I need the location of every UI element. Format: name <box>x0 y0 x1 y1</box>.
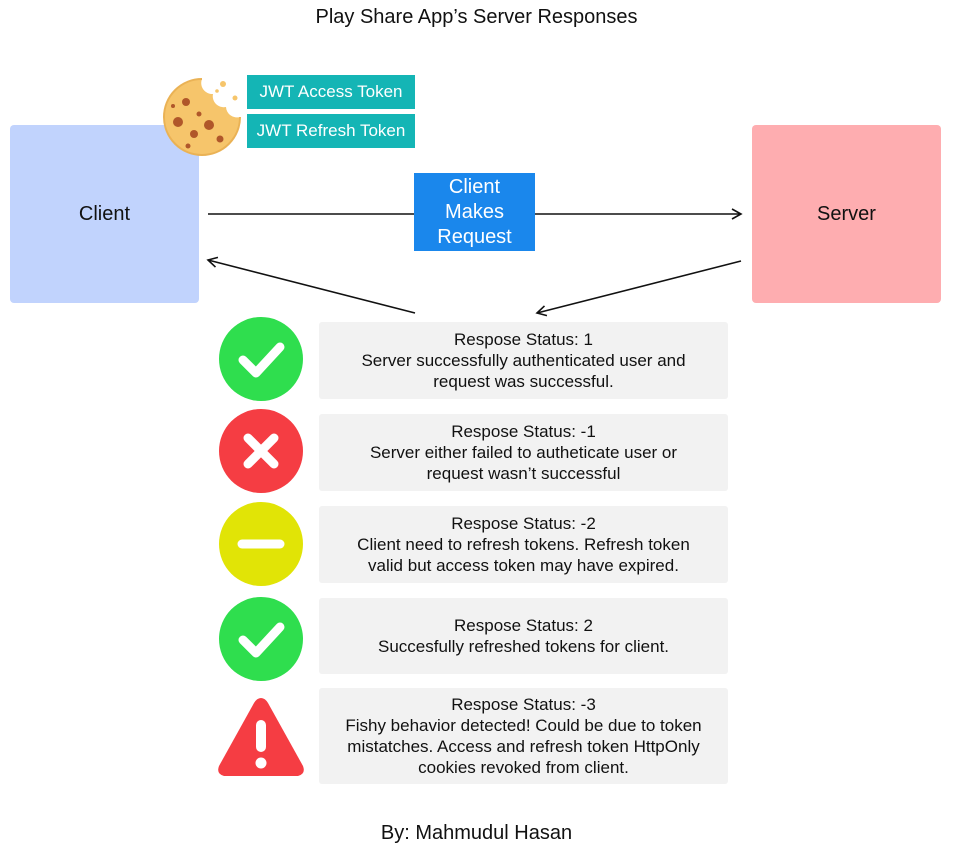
client-label: Client <box>78 202 131 225</box>
check-icon <box>219 317 303 401</box>
response-status-neg3-box: Respose Status: -3 Fishy behavior detect… <box>319 688 728 784</box>
cookie-icon <box>163 78 241 156</box>
check-icon <box>219 597 303 681</box>
jwt-refresh-token-label: JWT Refresh Token <box>247 114 415 148</box>
response-status-description: Server either failed to autheticate user… <box>369 443 678 462</box>
diagram-title: Play Share App’s Server Responses <box>315 6 638 28</box>
response-status-description: mistatches. Access and refresh token Htt… <box>347 737 700 756</box>
jwt-access-token-label: JWT Access Token <box>247 75 415 109</box>
response-status-description: Server successfully authenticated user a… <box>361 351 686 370</box>
response-status-description: valid but access token may have expired. <box>368 556 679 575</box>
response-status-description: Client need to refresh tokens. Refresh t… <box>357 535 690 554</box>
response-status-title: Respose Status: -2 <box>451 514 596 533</box>
server-label: Server <box>817 202 876 225</box>
response-status-description: request wasn’t successful <box>426 464 621 483</box>
response-status-description: request was successful. <box>433 372 614 391</box>
client-box: Client <box>10 125 199 303</box>
response-status-title: Respose Status: 2 <box>454 616 593 635</box>
request-line-2: Makes <box>445 200 504 223</box>
request-line-1: Client <box>448 175 501 198</box>
response-status-neg1-box: Respose Status: -1 Server either failed … <box>319 414 728 491</box>
warning-icon <box>218 698 304 776</box>
request-line-3: Request <box>437 225 512 248</box>
response-status-title: Respose Status: 1 <box>454 330 593 349</box>
response-status-description: Succesfully refreshed tokens for client. <box>377 637 670 656</box>
x-icon <box>219 409 303 493</box>
response-status-title: Respose Status: -3 <box>451 695 596 714</box>
response-status-1-box: Respose Status: 1 Server successfully au… <box>319 322 728 399</box>
author-byline: By: Mahmudul Hasan <box>380 822 573 844</box>
minus-icon <box>219 502 303 586</box>
server-box: Server <box>752 125 941 303</box>
response-status-title: Respose Status: -1 <box>451 422 596 441</box>
response-status-description: Fishy behavior detected! Could be due to… <box>345 716 702 735</box>
server-response-arrow <box>535 260 742 317</box>
response-status-description: cookies revoked from client. <box>418 758 629 777</box>
client-response-arrow <box>206 256 416 314</box>
response-status-neg2-box: Respose Status: -2 Client need to refres… <box>319 506 728 583</box>
response-status-2-box: Respose Status: 2 Succesfully refreshed … <box>319 598 728 674</box>
client-makes-request-box: Client Makes Request <box>414 173 535 251</box>
